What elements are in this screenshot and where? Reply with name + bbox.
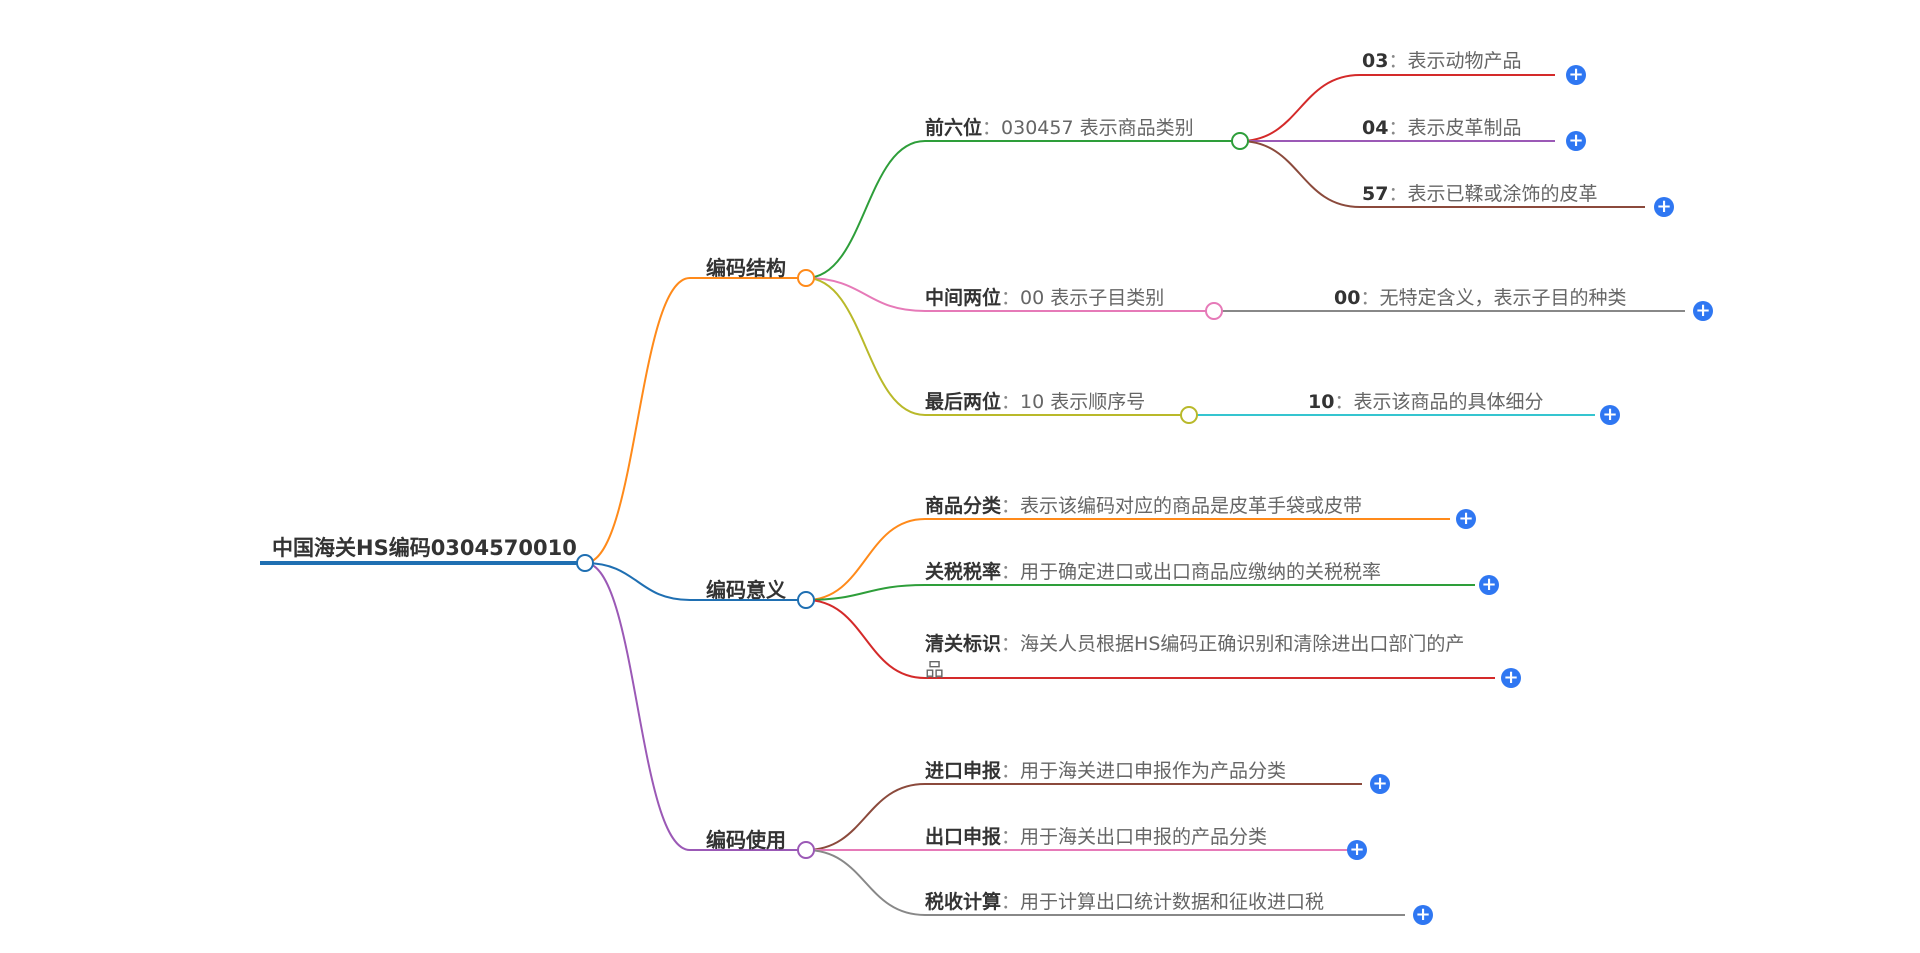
branch-connector-structure [584, 277, 691, 564]
subtopic-sep: ： [1001, 826, 1021, 848]
subtopic-value: 表示该编码对应的商品是皮革手袋或皮带 [1020, 495, 1363, 517]
expand-button[interactable]: + [1456, 509, 1476, 529]
subtopic-value: 用于海关进口申报作为产品分类 [1020, 760, 1287, 782]
expand-button[interactable]: + [1654, 197, 1674, 217]
subtopic-connector [805, 783, 926, 851]
subtopic-value: 10 表示顺序号 [1020, 391, 1146, 413]
leaf-topic-value: 无特定含义，表示子目的种类 [1379, 287, 1627, 309]
expand-button[interactable]: + [1566, 65, 1586, 85]
leaf-topic-sep: ： [1388, 50, 1408, 72]
subtopic-key: 最后两位 [925, 391, 1002, 413]
leaf-connector [1239, 140, 1361, 208]
subtopic-key: 进口申报 [925, 760, 1002, 782]
leaf-topic-value: 表示该商品的具体细分 [1353, 391, 1544, 413]
expand-button[interactable]: + [1501, 668, 1521, 688]
subtopic-key: 出口申报 [925, 826, 1002, 848]
subtopic-sep: ： [982, 117, 1002, 139]
subtopic: 前六位：030457 表示商品类别 [925, 116, 1194, 140]
subtopic-sep: ： [1001, 760, 1021, 782]
subtopic-sep: ： [1001, 287, 1021, 309]
subtopic-sep: ： [1001, 891, 1021, 913]
expand-button[interactable]: + [1693, 301, 1713, 321]
expand-button[interactable]: + [1566, 131, 1586, 151]
subtopic-sep: ： [1001, 633, 1021, 655]
subtopic-connector [805, 518, 926, 601]
subtopic: 进口申报：用于海关进口申报作为产品分类 [925, 759, 1286, 783]
root-collapse-node[interactable] [576, 554, 594, 572]
subtopic-connector [805, 277, 926, 312]
leaf-topic: 57：表示已鞣或涂饰的皮革 [1362, 182, 1597, 206]
subtopic: 最后两位：10 表示顺序号 [925, 390, 1145, 414]
leaf-topic-key: 04 [1362, 117, 1389, 139]
subtopic: 商品分类：表示该编码对应的商品是皮革手袋或皮带 [925, 494, 1362, 518]
branch-collapse-node[interactable] [797, 269, 815, 287]
subtopic-key: 中间两位 [925, 287, 1002, 309]
subtopic-value: 用于计算出口统计数据和征收进口税 [1020, 891, 1325, 913]
subtopic: 中间两位：00 表示子目类别 [925, 286, 1164, 310]
leaf-topic: 03：表示动物产品 [1362, 49, 1521, 73]
leaf-topic-value: 表示动物产品 [1407, 50, 1522, 72]
leaf-topic-key: 03 [1362, 50, 1389, 72]
subtopic: 出口申报：用于海关出口申报的产品分类 [925, 825, 1267, 849]
expand-button[interactable]: + [1479, 575, 1499, 595]
subtopic-key: 商品分类 [925, 495, 1002, 517]
subtopic-sep: ： [1001, 561, 1021, 583]
leaf-topic: 04：表示皮革制品 [1362, 116, 1521, 140]
leaf-topic-key: 57 [1362, 183, 1389, 205]
subtopic-connector [805, 140, 926, 279]
leaf-topic-value: 表示已鞣或涂饰的皮革 [1407, 183, 1598, 205]
root-topic[interactable]: 中国海关HS编码0304570010 [272, 536, 577, 560]
subtopic-value: 030457 表示商品类别 [1001, 117, 1194, 139]
subtopic-collapse-node[interactable] [1231, 132, 1249, 150]
subtopic-key: 税收计算 [925, 891, 1002, 913]
expand-button[interactable]: + [1347, 840, 1367, 860]
subtopic-key: 清关标识 [925, 633, 1002, 655]
subtopic-connector [805, 849, 926, 916]
leaf-topic-sep: ： [1388, 183, 1408, 205]
subtopic-sep: ： [1001, 495, 1021, 517]
subtopic-collapse-node[interactable] [1205, 302, 1223, 320]
expand-button[interactable]: + [1413, 905, 1433, 925]
subtopic: 关税税率：用于确定进口或出口商品应缴纳的关税税率 [925, 560, 1381, 584]
branch-topic-meaning[interactable]: 编码意义 [706, 578, 786, 602]
leaf-topic-key: 00 [1334, 287, 1361, 309]
subtopic-collapse-node[interactable] [1180, 406, 1198, 424]
subtopic-connector [805, 599, 926, 679]
subtopic-value: 海关人员根据HS编码正确识别和清除进出口部门的产品 [925, 633, 1465, 681]
subtopic-sep: ： [1001, 391, 1021, 413]
branch-topic-usage[interactable]: 编码使用 [706, 828, 786, 852]
branch-connector-usage [584, 562, 691, 851]
subtopic-value: 用于确定进口或出口商品应缴纳的关税税率 [1020, 561, 1382, 583]
leaf-topic-sep: ： [1388, 117, 1408, 139]
subtopic-connector [805, 277, 926, 416]
leaf-topic: 10：表示该商品的具体细分 [1308, 390, 1543, 414]
subtopic-value: 00 表示子目类别 [1020, 287, 1165, 309]
subtopic: 税收计算：用于计算出口统计数据和征收进口税 [925, 890, 1324, 914]
branch-collapse-node[interactable] [797, 841, 815, 859]
subtopic-key: 前六位 [925, 117, 983, 139]
leaf-connector [1239, 74, 1361, 142]
subtopic-key: 关税税率 [925, 561, 1002, 583]
subtopic-value: 用于海关出口申报的产品分类 [1020, 826, 1268, 848]
leaf-topic-value: 表示皮革制品 [1407, 117, 1522, 139]
leaf-topic: 00：无特定含义，表示子目的种类 [1334, 286, 1626, 310]
leaf-topic-sep: ： [1334, 391, 1354, 413]
expand-button[interactable]: + [1600, 405, 1620, 425]
branch-topic-structure[interactable]: 编码结构 [706, 256, 786, 280]
branch-collapse-node[interactable] [797, 591, 815, 609]
leaf-topic-key: 10 [1308, 391, 1335, 413]
subtopic: 清关标识：海关人员根据HS编码正确识别和清除进出口部门的产品 [925, 631, 1465, 683]
leaf-topic-sep: ： [1360, 287, 1380, 309]
expand-button[interactable]: + [1370, 774, 1390, 794]
subtopic-connector [805, 584, 926, 601]
branch-connector-meaning [584, 562, 691, 601]
